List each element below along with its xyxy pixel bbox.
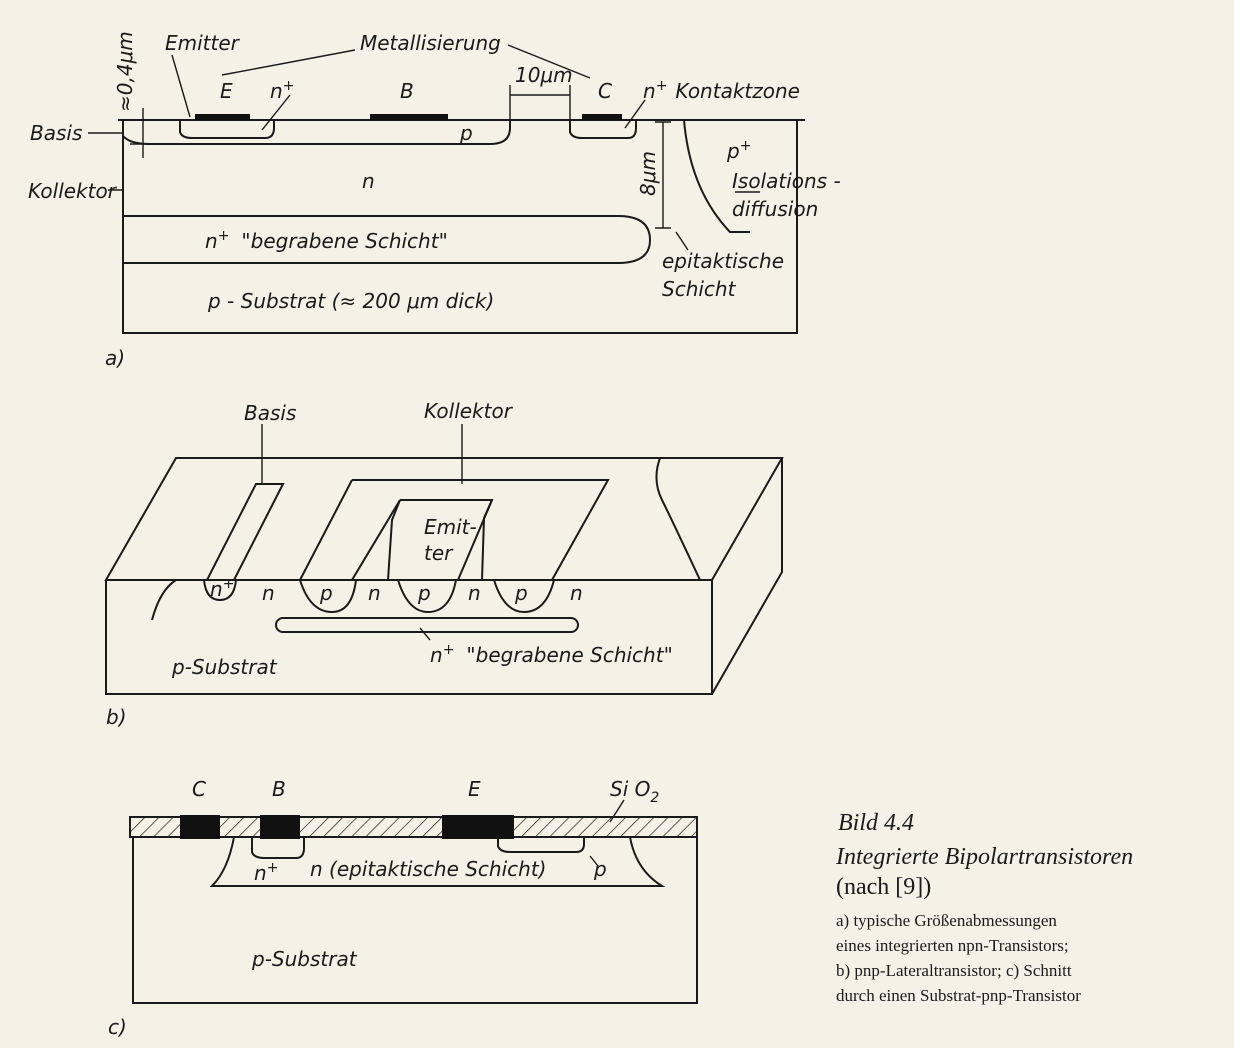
- caption-line-4: durch einen Substrat-pnp-Transistor: [836, 986, 1081, 1005]
- c-label-p: p: [593, 857, 607, 881]
- b-label-emitter-1: Emit-: [424, 515, 477, 539]
- a-label-metallisierung: Metallisierung: [360, 31, 501, 55]
- b-label-n-4: n: [570, 581, 583, 605]
- a-emitter-region: [179, 120, 275, 139]
- a-label-kollektor: Kollektor: [28, 179, 118, 203]
- c-p-region: [497, 837, 585, 853]
- b-p-bump-1: [299, 579, 357, 614]
- a-contact-zone: [569, 120, 637, 139]
- b-base-strip: [205, 483, 285, 581]
- c-leaders: [589, 799, 625, 867]
- a-label-dim-04: ≈0,4μm: [113, 31, 137, 112]
- a-label-dim-8: 8μm: [636, 151, 660, 196]
- c-metal-b: [260, 815, 300, 839]
- b-nplus-bump: [203, 579, 237, 602]
- b-label-p-1: p: [319, 581, 333, 605]
- c-epi-well: [209, 836, 666, 887]
- b-label-n-2: n: [368, 581, 381, 605]
- a-label-basis: Basis: [30, 121, 82, 145]
- a-label-buried: n+"begrabene Schicht": [205, 228, 448, 253]
- caption-line-1: a) typische Größenabmessungen: [836, 911, 1057, 930]
- b-buried-layer: [275, 617, 579, 633]
- c-label-sio2: Si O2: [610, 777, 659, 806]
- a-leaders: [171, 44, 646, 131]
- c-panel-label: c): [108, 1015, 127, 1039]
- b-iso-right: [655, 457, 701, 581]
- b-leaders: [261, 424, 463, 641]
- b-label-buried: n+"begrabene Schicht": [430, 642, 673, 667]
- c-substrate-outline: [132, 837, 698, 1004]
- a-isolation-curve: [683, 119, 750, 233]
- a-metal-collector: [582, 114, 622, 120]
- caption-title: Bild 4.4: [838, 810, 914, 836]
- a-label-dim-10: 10μm: [515, 63, 573, 87]
- a-leaders-right: [675, 191, 760, 251]
- diagram-b: Basis Kollektor Emit- ter n+ n p n p n p…: [104, 399, 784, 729]
- a-metal-base: [370, 114, 448, 120]
- a-dim-04: [130, 108, 160, 158]
- c-label-b: B: [272, 777, 286, 801]
- c-label-e: E: [468, 777, 481, 801]
- b-label-nplus: n+: [210, 576, 234, 601]
- a-dim-10: [509, 85, 571, 120]
- b-label-emitter-2: ter: [424, 541, 454, 565]
- b-p-bump-3: [493, 579, 555, 614]
- figure-caption: Bild 4.4 Integrierte Bipolartransistoren…: [835, 810, 1133, 1005]
- c-label-nplus: n+: [254, 860, 278, 885]
- a-label-p: p: [459, 121, 473, 145]
- a-base-region: [122, 120, 511, 145]
- b-emitter-depth: [387, 499, 493, 581]
- a-metal-emitter: [195, 114, 250, 120]
- a-label-isolations: Isolations -: [732, 169, 841, 193]
- a-dim-8: [655, 121, 671, 229]
- a-label-b: B: [400, 79, 414, 103]
- a-buried-layer: [123, 215, 652, 264]
- b-p-bump-2: [397, 579, 457, 614]
- caption-line-3: b) pnp-Lateraltransistor; c) Schnitt: [836, 961, 1072, 980]
- b-panel-label: b): [106, 705, 127, 729]
- a-panel-label: a): [105, 346, 125, 370]
- a-leaders-left: [88, 132, 123, 191]
- a-label-e: E: [220, 79, 233, 103]
- b-collector-outer: [299, 479, 610, 581]
- c-metal-e: [442, 815, 514, 839]
- b-block-sides: [105, 458, 783, 695]
- caption-subtitle: Integrierte Bipolartransistoren: [835, 844, 1133, 870]
- a-label-pplus: p+: [726, 138, 751, 163]
- c-label-c: C: [192, 777, 206, 801]
- c-label-substrat: p-Substrat: [251, 947, 358, 971]
- a-label-nplus-2: n+Kontaktzone: [643, 78, 800, 103]
- diagram-c: C B E Si O2 n+ n (epitaktische Schicht) …: [108, 777, 698, 1039]
- b-label-n-3: n: [468, 581, 481, 605]
- b-label-p-2: p: [417, 581, 431, 605]
- a-label-c: C: [598, 79, 612, 103]
- diagram-a: Emitter Metallisierung E n+ B 10μm C n+K…: [28, 31, 841, 370]
- caption-line-2: eines integrierten npn-Transistors;: [836, 936, 1069, 955]
- a-label-substrat: p - Substrat (≈ 200 μm dick): [207, 289, 494, 313]
- b-label-basis: Basis: [244, 401, 296, 425]
- c-label-n-epi: n (epitaktische Schicht): [310, 857, 546, 881]
- a-label-nplus: n+: [270, 78, 294, 103]
- a-label-emitter: Emitter: [165, 31, 241, 55]
- b-label-n-1: n: [262, 581, 275, 605]
- a-label-diffusion: diffusion: [732, 197, 818, 221]
- a-label-n: n: [362, 169, 375, 193]
- a-label-epitaktische: epitaktische: [662, 249, 784, 273]
- c-metal-c: [180, 815, 220, 839]
- b-label-substrat: p-Substrat: [171, 655, 278, 679]
- b-label-p-3: p: [514, 581, 528, 605]
- b-label-kollektor: Kollektor: [424, 399, 514, 423]
- b-emitter-outline: [351, 499, 494, 581]
- a-label-schicht: Schicht: [662, 277, 737, 301]
- c-nplus-region: [251, 837, 305, 859]
- caption-source: (nach [9]): [836, 874, 931, 900]
- b-iso-left: [151, 579, 177, 621]
